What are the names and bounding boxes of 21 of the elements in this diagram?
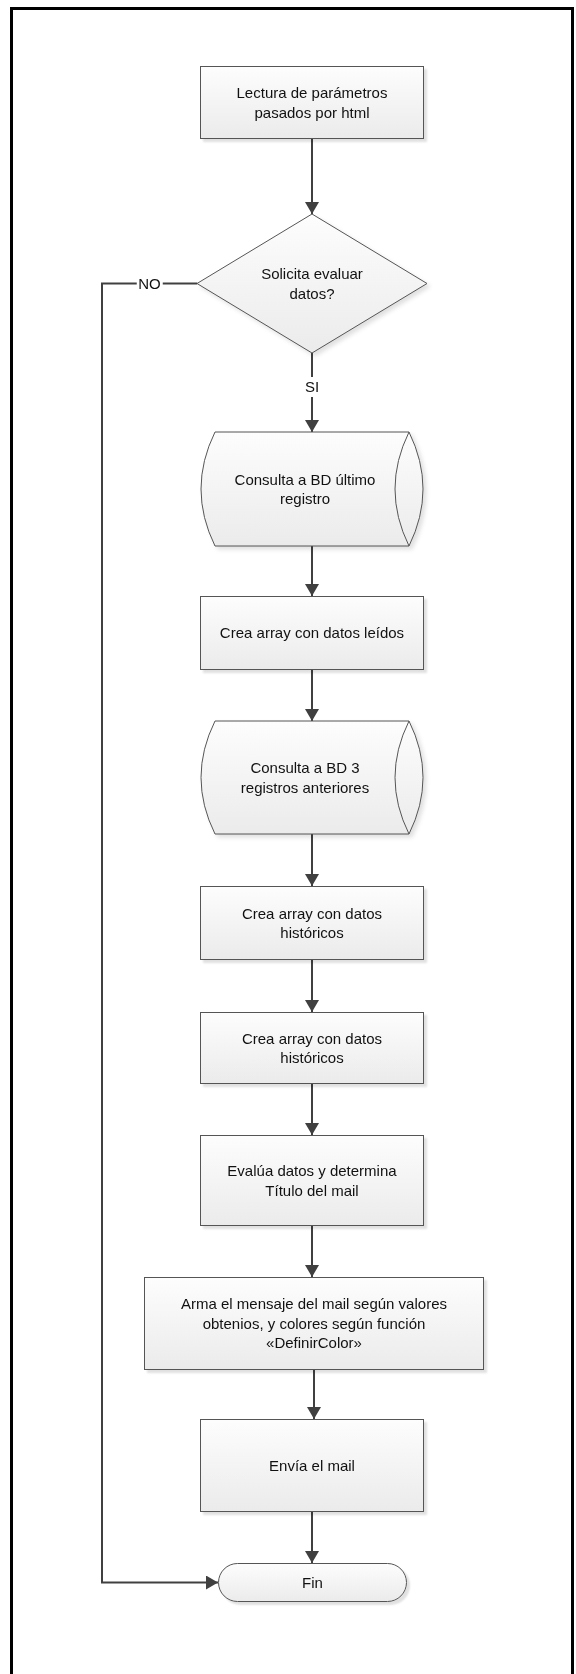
process-box: Crea array con datos leídos — [200, 596, 424, 670]
arrow — [305, 1083, 319, 1136]
arrow — [305, 1511, 319, 1564]
database-cylinder: Consulta a BD último registro — [201, 432, 423, 546]
process-box: Arma el mensaje del mail según valores obtenios, y colores según función «DefinirColor» — [144, 1277, 484, 1370]
arrow — [307, 1369, 321, 1420]
process-box: Crea array con datos históricos — [200, 1012, 424, 1084]
arrow — [305, 669, 319, 722]
arrow — [305, 833, 319, 887]
decision-diamond: Solicita evaluar datos? — [197, 214, 427, 353]
arrow — [305, 959, 319, 1013]
arrow — [305, 138, 319, 215]
arrow — [305, 545, 319, 597]
database-cylinder: Consulta a BD 3 registros anteriores — [201, 721, 423, 834]
process-box: Lectura de parámetros pasados por html — [200, 66, 424, 139]
arrow — [305, 1225, 319, 1278]
process-box: Evalúa datos y determina Título del mail — [200, 1135, 424, 1226]
process-box: Envía el mail — [200, 1419, 424, 1512]
arrow — [101, 282, 219, 1590]
terminator: Fin — [218, 1563, 407, 1602]
process-box: Crea array con datos históricos — [200, 886, 424, 960]
